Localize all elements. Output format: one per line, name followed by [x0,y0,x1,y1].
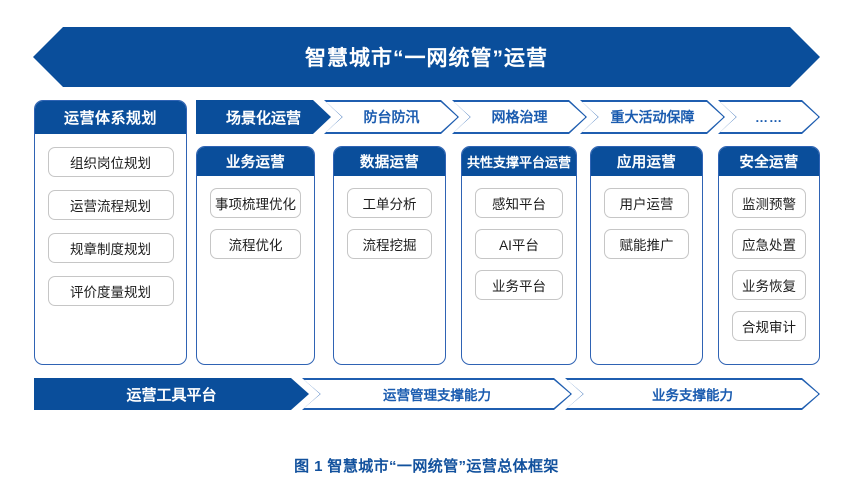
planning-column-body: 组织岗位规划 运营流程规划 规章制度规划 评价度量规划 [35,134,186,316]
scenario-chevron-1[interactable]: 防台防汛 [324,100,459,134]
operation-column-body: 感知平台 AI平台 业务平台 [462,176,576,312]
list-item[interactable]: 赋能推广 [604,229,689,259]
chevron-fill [582,102,724,133]
list-item[interactable]: 业务平台 [475,270,563,300]
chevron-fill [567,380,819,409]
operation-column-business: 业务运营 事项梳理优化 流程优化 [196,146,315,365]
list-item[interactable]: 事项梳理优化 [210,188,301,218]
tool-chevron-2[interactable]: 业务支撑能力 [565,378,820,410]
tool-chevron-label: 运营管理支撑能力 [383,388,491,403]
operation-column-header: 业务运营 [197,147,314,176]
list-item[interactable]: 运营流程规划 [47,190,174,220]
list-item[interactable]: 应急处置 [732,229,806,259]
operation-column-header: 数据运营 [334,147,445,176]
scenario-solid-banner: 场景化运营 [196,100,331,134]
operation-column-body: 事项梳理优化 流程优化 [197,176,314,271]
list-item[interactable]: 业务恢复 [732,270,806,300]
operation-column-security: 安全运营 监测预警 应急处置 业务恢复 合规审计 [718,146,820,365]
scenario-row: 场景化运营 防台防汛 网格治理 重大活动保障 …… [196,100,820,134]
list-item[interactable]: 监测预警 [732,188,806,218]
scenario-chevron-label: 重大活动保障 [610,109,695,125]
chevron-fill [454,102,586,133]
figure-caption: 图 1 智慧城市“一网统管”运营总体框架 [294,458,559,475]
tool-platform-solid-banner: 运营工具平台 [34,378,309,410]
scenario-solid-label: 场景化运营 [225,109,301,127]
operation-column-platform: 共性支撑平台运营 感知平台 AI平台 业务平台 [461,146,577,365]
title-banner-label: 智慧城市“一网统管”运营 [305,47,548,70]
operation-column-body: 监测预警 应急处置 业务恢复 合规审计 [719,176,819,353]
list-item[interactable]: 用户运营 [604,188,689,218]
chevron-fill [326,102,458,133]
operation-column-body: 工单分析 流程挖掘 [334,176,445,271]
list-item[interactable]: 感知平台 [475,188,563,218]
list-item[interactable]: 评价度量规划 [47,276,174,306]
scenario-chevron-more[interactable]: …… [718,100,820,134]
title-banner: 智慧城市“一网统管”运营 [33,27,820,87]
operation-column-application: 应用运营 用户运营 赋能推广 [590,146,703,365]
scenario-chevron-label: 网格治理 [491,109,548,125]
operation-column-body: 用户运营 赋能推广 [591,176,702,271]
operation-column-header: 安全运营 [719,147,819,176]
operation-column-data: 数据运营 工单分析 流程挖掘 [333,146,446,365]
scenario-chevron-2[interactable]: 网格治理 [452,100,587,134]
scenario-chevron-3[interactable]: 重大活动保障 [580,100,725,134]
tool-platform-row: 运营工具平台 运营管理支撑能力 业务支撑能力 [34,378,820,410]
list-item[interactable]: 规章制度规划 [47,233,174,263]
tool-chevron-1[interactable]: 运营管理支撑能力 [302,378,572,410]
planning-column: 运营体系规划 组织岗位规划 运营流程规划 规章制度规划 评价度量规划 [34,100,187,365]
list-item[interactable]: 工单分析 [347,188,432,218]
list-item[interactable]: 合规审计 [732,311,806,341]
list-item[interactable]: AI平台 [475,229,563,259]
list-item[interactable]: 流程挖掘 [347,229,432,259]
operation-column-header: 应用运营 [591,147,702,176]
scenario-chevron-label: …… [755,109,783,125]
list-item[interactable]: 组织岗位规划 [47,147,174,177]
tool-chevron-label: 业务支撑能力 [652,388,733,403]
tool-platform-label: 运营工具平台 [126,386,217,404]
list-item[interactable]: 流程优化 [210,229,301,259]
operation-column-header: 共性支撑平台运营 [462,147,576,176]
scenario-chevron-label: 防台防汛 [363,109,420,125]
planning-column-header: 运营体系规划 [35,101,186,134]
chevron-fill [304,380,571,409]
